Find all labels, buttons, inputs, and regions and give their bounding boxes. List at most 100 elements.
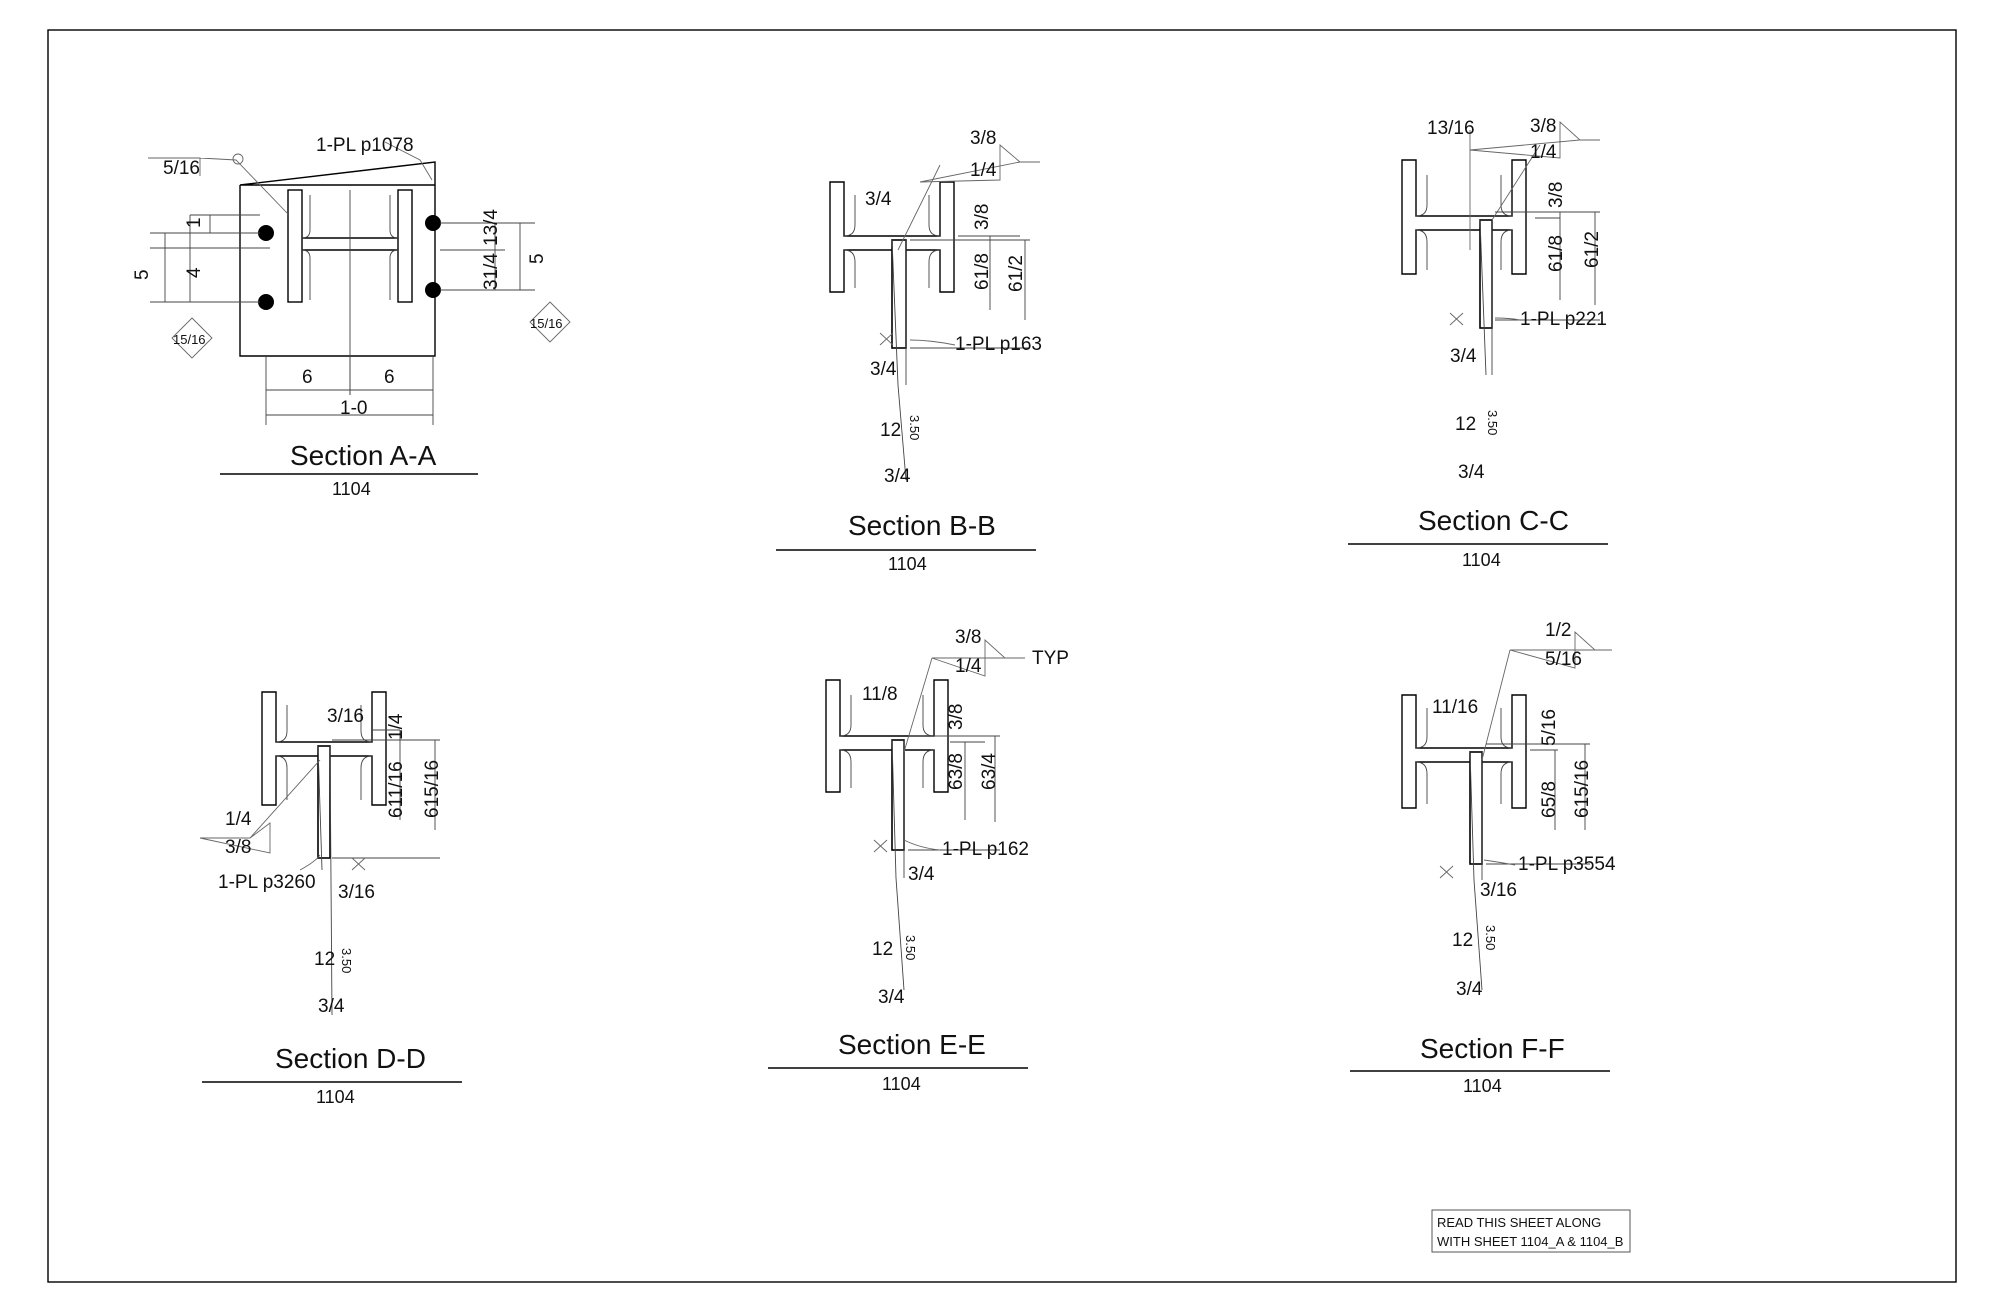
dim-label: 12 [872, 939, 893, 960]
dim-label: 13/4 [481, 209, 502, 246]
weld-callout [1469, 120, 1600, 250]
sheet-border [47, 29, 1957, 1283]
dim-label: 12 [1452, 930, 1473, 951]
dim-label: 3/16 [327, 706, 364, 727]
section-ref: 1104 [316, 1087, 355, 1107]
dim-label: 3/8 [972, 204, 993, 230]
dim-label: 3.50 [339, 948, 354, 973]
section-title: Section A-A [290, 440, 437, 471]
flange-right [397, 189, 413, 303]
dim-label: 61/2 [1006, 255, 1027, 292]
dim-label: 3/4 [908, 864, 935, 885]
bolt [425, 215, 441, 231]
dim-label: 6 [302, 367, 313, 388]
dim-label: 3/8 [1546, 182, 1567, 208]
weld-callout [897, 144, 1040, 251]
weld-callout [1481, 630, 1612, 761]
dim-label: 65/8 [1539, 781, 1560, 818]
weld-size: 3/8 [225, 837, 251, 858]
dim-label: 1 [184, 217, 205, 228]
dim-label: 12 [1455, 414, 1476, 435]
dim-label: 61/8 [972, 253, 993, 290]
section-ref: 1104 [882, 1074, 921, 1094]
section-d: 3/16 1/4 611/16 615/16 1/4 3/8 1-PL p326… [199, 691, 462, 1107]
bolt [258, 225, 274, 241]
dim-label: 3.50 [907, 415, 922, 440]
dim-label: 61/8 [1546, 235, 1567, 272]
section-e: 3/8 1/4 TYP 11/8 3/8 63/8 63/4 1-PL p162… [768, 627, 1069, 1094]
dim-label: 63/8 [946, 753, 967, 790]
weld-size: 15/16 [530, 316, 563, 331]
dim-label: 63/4 [979, 753, 1000, 790]
weld-size: 3/8 [1530, 116, 1556, 137]
dim-label: 3/8 [946, 704, 967, 730]
dim-label: 1/4 [386, 713, 407, 740]
dim-label: 3.50 [1483, 925, 1498, 950]
section-c: 13/16 3/8 1/4 3/8 61/8 61/2 1-PL p221 3/… [1348, 116, 1608, 570]
dim-label: 11/8 [862, 684, 898, 705]
dim-label: 13/16 [1427, 118, 1475, 139]
dim-label: 5 [132, 269, 153, 280]
dim-label: 31/4 [481, 253, 502, 290]
weld-size: 3/8 [955, 627, 981, 648]
weld-callout [199, 759, 321, 854]
dim-label: 6 [384, 367, 395, 388]
plate-label: 1-PL p163 [955, 334, 1042, 355]
plate-label: 1-PL p162 [942, 839, 1029, 860]
base-plate-outline [239, 161, 436, 357]
weld-size: 1/4 [955, 656, 982, 677]
plate-label: 1-PL p1078 [316, 135, 414, 156]
dim-label: 3/4 [1458, 462, 1485, 483]
dim-label: 12 [314, 949, 335, 970]
dim-label: 11/16 [1432, 697, 1478, 718]
section-ref: 1104 [1463, 1076, 1502, 1096]
section-ref: 1104 [888, 554, 927, 574]
weld-diamond-left [171, 317, 213, 359]
plate-label: 1-PL p221 [1520, 309, 1607, 330]
weld-size: 5/16 [163, 158, 200, 179]
dim-label: 615/16 [1572, 760, 1593, 818]
weld-size: 1/2 [1545, 620, 1571, 641]
dim-label: 611/16 [386, 761, 407, 818]
weld-size: 1/4 [1530, 142, 1557, 163]
weld-size: 3/8 [970, 128, 996, 149]
section-b: 3/8 1/4 3/4 3/8 61/8 61/2 1-PL p163 3/4 … [776, 128, 1042, 574]
dim-label: 3/4 [318, 996, 345, 1017]
dim-label: 3/4 [878, 987, 905, 1008]
sheet-note: READ THIS SHEET ALONG WITH SHEET 1104_A … [1431, 1209, 1631, 1253]
dim-label: 3/4 [1456, 979, 1483, 1000]
sheet-note-line-1: READ THIS SHEET ALONG [1437, 1215, 1601, 1230]
column-profile [1401, 159, 1527, 275]
dim-label: 61/2 [1582, 231, 1603, 268]
dim-label: 3.50 [903, 935, 918, 960]
section-ref: 1104 [332, 479, 371, 499]
dim-label: 1-0 [340, 398, 367, 419]
section-title: Section B-B [848, 510, 996, 541]
section-title: Section F-F [1420, 1033, 1565, 1064]
dim-label: 12 [880, 420, 901, 441]
section-title: Section C-C [1418, 505, 1569, 536]
section-a: 1-PL p1078 5/16 1 4 5 13/4 31/4 5 6 6 1-… [132, 135, 571, 499]
bolt [258, 294, 274, 310]
plate-label: 1-PL p3260 [218, 872, 316, 893]
weld-size: 15/16 [173, 332, 206, 347]
section-f: 1/2 5/16 11/16 5/16 65/8 615/16 1-PL p35… [1350, 620, 1616, 1096]
weld-size: 1/4 [225, 809, 252, 830]
dim-label: 3/16 [338, 882, 375, 903]
dim-label: 3/4 [870, 359, 897, 380]
sheet-note-line-2: WITH SHEET 1104_A & 1104_B [1437, 1234, 1623, 1249]
dim-label: 3/16 [1480, 880, 1517, 901]
weld-size: 5/16 [1545, 649, 1582, 670]
bolt [425, 282, 441, 298]
dim-label: 3/4 [1450, 346, 1477, 367]
dim-label: 3.50 [1485, 410, 1500, 435]
dim-label: 3/4 [865, 189, 892, 210]
dim-label: 5/16 [1539, 709, 1560, 746]
section-title: Section D-D [275, 1043, 426, 1074]
dim-label: 615/16 [422, 760, 443, 818]
flange-left [287, 189, 303, 303]
dim-label: 5 [527, 253, 548, 264]
dim-label: 3/4 [884, 466, 911, 487]
section-ref: 1104 [1462, 550, 1501, 570]
